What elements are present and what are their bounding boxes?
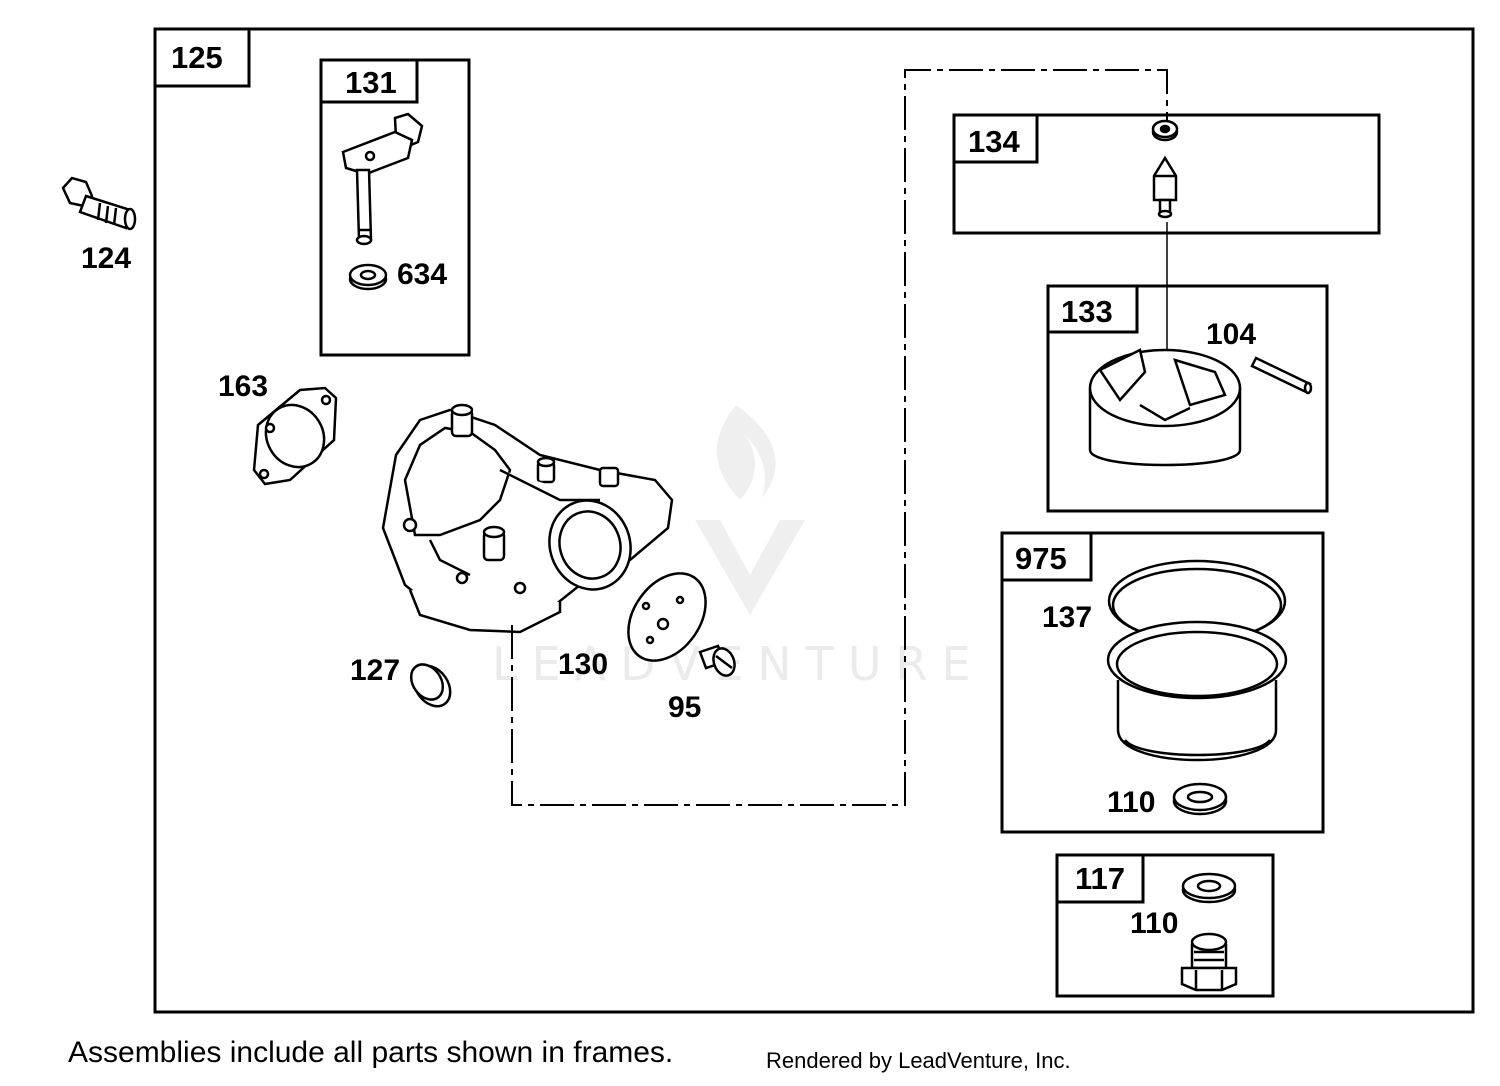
frame-label-131: 131 xyxy=(345,65,397,100)
carburetor-body-part xyxy=(381,403,674,634)
callout-110-bowl: 110 xyxy=(1107,786,1155,819)
callout-110-drain: 110 xyxy=(1130,907,1178,940)
assemblies-footnote: Assemblies include all parts shown in fr… xyxy=(68,1036,674,1069)
callout-127: 127 xyxy=(350,654,400,687)
inlet-needle-part xyxy=(1151,119,1179,219)
seal-634-part xyxy=(348,263,388,291)
bolt-part xyxy=(61,176,137,231)
frame-label-125: 125 xyxy=(171,40,223,75)
drain-washer-part xyxy=(1181,872,1237,904)
float-pin-part xyxy=(1250,356,1313,395)
assembly-connector-line xyxy=(511,69,1168,806)
drain-screw-part xyxy=(1180,932,1238,992)
frame-131: 131 xyxy=(319,58,471,357)
throttle-plate-part xyxy=(627,572,707,662)
screw-95-part xyxy=(698,644,736,677)
gasket-part xyxy=(252,386,338,486)
callout-163: 163 xyxy=(218,370,268,403)
frame-label-133: 133 xyxy=(1061,294,1113,329)
callout-104: 104 xyxy=(1206,318,1256,351)
frame-117: 117 xyxy=(1055,853,1275,998)
frame-975: 975 xyxy=(1000,531,1325,834)
frame-133: 133 xyxy=(1046,284,1329,513)
callout-130: 130 xyxy=(558,648,608,681)
callout-124: 124 xyxy=(81,242,131,275)
frame-125: 125 xyxy=(153,27,1475,1014)
callout-634: 634 xyxy=(397,258,447,291)
callout-95: 95 xyxy=(668,691,701,724)
throttle-shaft-part xyxy=(341,112,424,246)
float-part xyxy=(1088,348,1242,467)
frame-label-117: 117 xyxy=(1075,861,1125,896)
callout-137: 137 xyxy=(1042,601,1092,634)
frame-label-134: 134 xyxy=(968,124,1020,159)
frame-label-975: 975 xyxy=(1015,541,1067,576)
welch-plug-part xyxy=(409,663,452,708)
float-bowl-part xyxy=(1106,620,1288,762)
bowl-washer-part xyxy=(1172,782,1228,816)
rendered-by-credit: Rendered by LeadVenture, Inc. xyxy=(766,1048,1071,1073)
